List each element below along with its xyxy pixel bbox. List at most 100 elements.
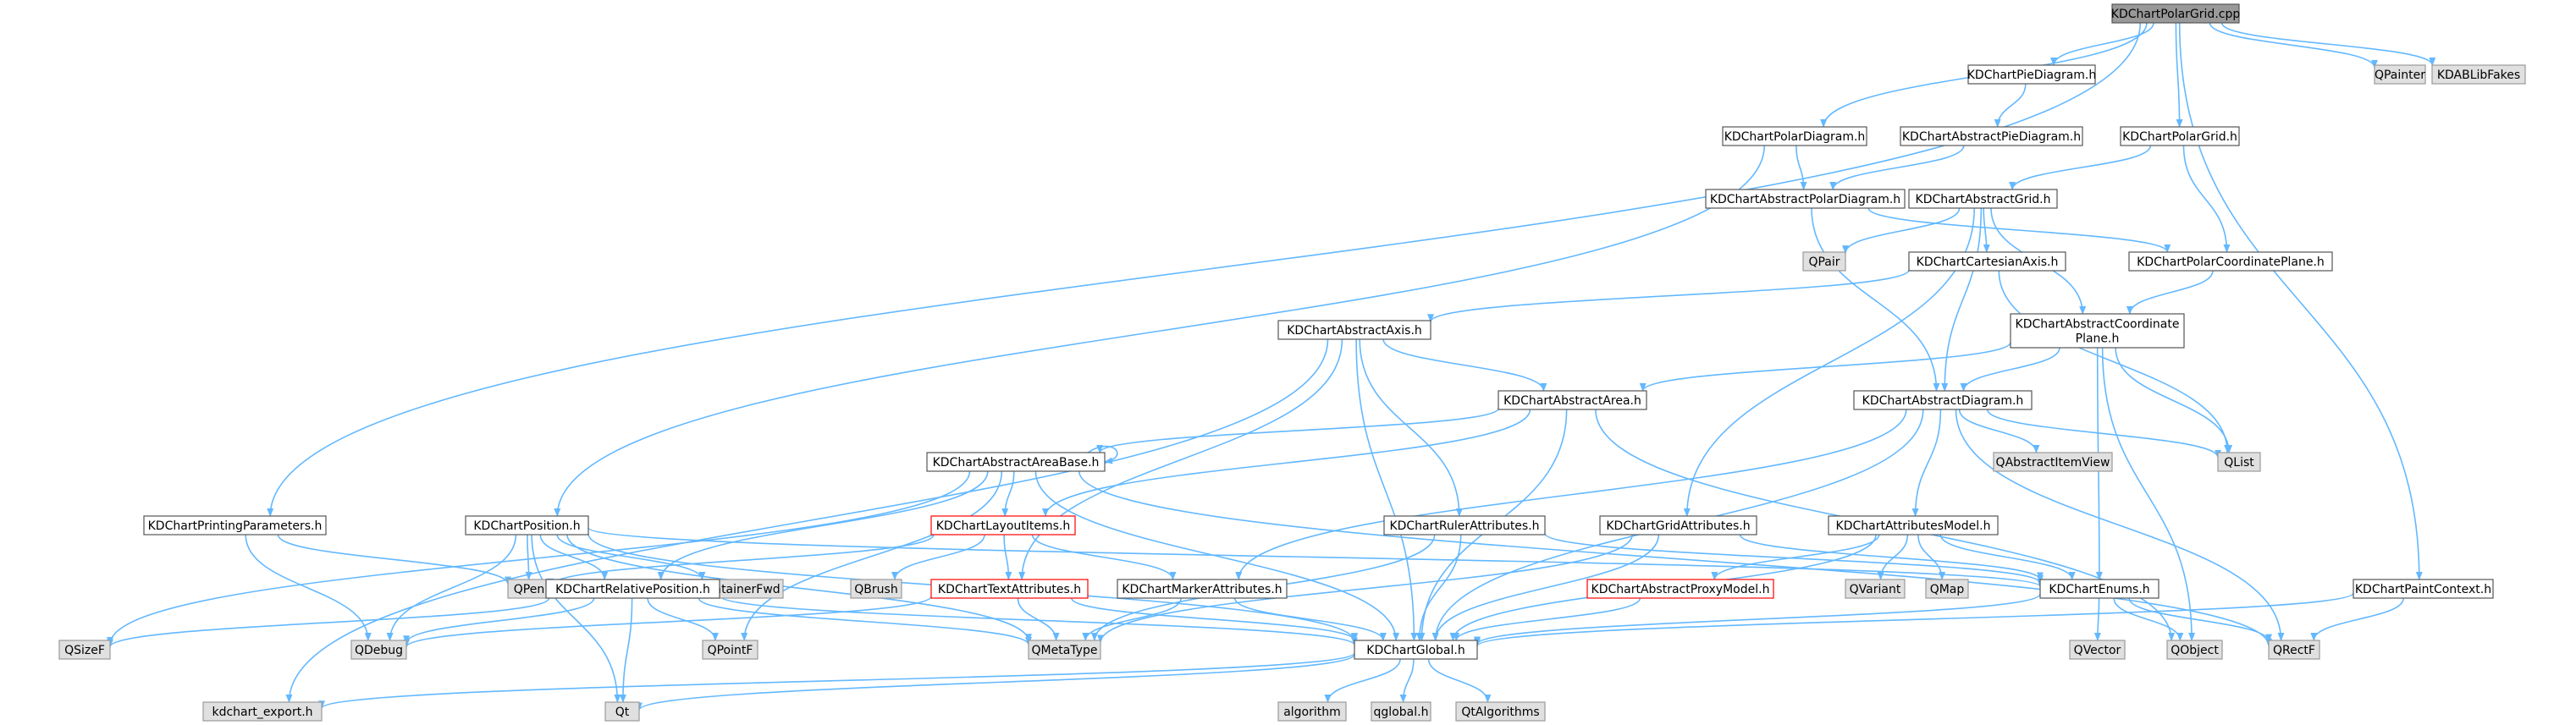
edge-abstractcoordinateplane_h-to-qobject [2101, 347, 2196, 641]
edge-position_h-to-qtcontainerfwd [556, 534, 706, 580]
node-qglobal_h[interactable]: qglobal.h [1371, 701, 1431, 722]
node-box [1371, 701, 1431, 722]
edge-global_h-to-algorithm [1324, 658, 1401, 703]
edge-cartesianaxis_h-to-abstractaxis_h [1427, 269, 1910, 323]
node-label: KDChartCartesianAxis.h [1917, 255, 2059, 269]
edge-attributesmodel_h-to-abstractproxymodel_h [1711, 534, 1880, 580]
node-label: KDChartAbstractGrid.h [1916, 193, 2051, 206]
node-box [465, 515, 589, 536]
node-relativeposition_h[interactable]: KDChartRelativePosition.h [545, 579, 720, 599]
node-qbrush[interactable]: QBrush [850, 579, 902, 599]
node-abstractpolardiagram_h[interactable]: KDChartAbstractPolarDiagram.h [1705, 189, 1906, 209]
node-label: KDChartAbstractProxyModel.h [1591, 583, 1770, 596]
node-label: KDChartAbstractDiagram.h [1862, 394, 2024, 408]
node-qsizef[interactable]: QSizeF [58, 640, 111, 660]
node-label: KDChartPolarGrid.h [2122, 130, 2237, 144]
node-box [1277, 320, 1431, 340]
node-abstractarea_h[interactable]: KDChartAbstractArea.h [1498, 390, 1647, 410]
node-layoutitems_h[interactable]: KDChartLayoutItems.h [930, 515, 1076, 536]
node-qvector[interactable]: QVector [2069, 640, 2126, 660]
node-box [2069, 640, 2126, 660]
edge-global_h-to-qglobal_h [1399, 658, 1415, 703]
node-label: KDChartLayoutItems.h [936, 519, 1071, 533]
node-label: QPainter [2375, 69, 2425, 82]
edge-abstractaxis_h-to-kdchart_export_h [285, 338, 1329, 703]
edge-relativeposition_h-to-qsizef [107, 597, 550, 648]
node-box [2431, 64, 2526, 85]
node-qpen[interactable]: QPen [507, 579, 551, 599]
node-label: KDChartPaintContext.h [2355, 583, 2491, 596]
node-qpainter[interactable]: QPainter [2374, 64, 2426, 85]
edge-relativeposition_h-to-qdebug [403, 597, 595, 645]
node-label: QPair [1808, 255, 1840, 269]
edge-abstractareabase_h-to-relativeposition_h [657, 470, 989, 580]
node-qrectf[interactable]: QRectF [2268, 640, 2320, 660]
node-box [2217, 452, 2261, 472]
edge-textattributes_h-to-global_h [1071, 597, 1358, 642]
node-markerattributes_h[interactable]: KDChartMarkerAttributes.h [1117, 579, 1288, 599]
node-paintcontext_h[interactable]: KDChartPaintContext.h [2353, 579, 2494, 599]
node-abstractdiagram_h[interactable]: KDChartAbstractDiagram.h [1853, 390, 2033, 410]
node-box [1900, 126, 2083, 146]
node-qpointf[interactable]: QPointF [702, 640, 758, 660]
node-box [1498, 390, 1647, 410]
node-polardiagram_h[interactable]: KDChartPolarDiagram.h [1722, 126, 1867, 146]
node-box [1908, 189, 2058, 209]
node-polargrid_h[interactable]: KDChartPolarGrid.h [2120, 126, 2240, 146]
node-label: Qt [615, 706, 630, 719]
node-piediagram_h[interactable]: KDChartPieDiagram.h [1967, 64, 2097, 85]
edge-abstractaxis_h-to-global_h [1355, 338, 1418, 641]
edge-abstractdiagram_h-to-qlist [1986, 409, 2221, 459]
node-enums_h[interactable]: KDChartEnums.h [2039, 579, 2160, 599]
node-global_h[interactable]: KDChartGlobal.h [1354, 640, 1478, 660]
edge-abstractaxis_h-to-textattributes_h [1018, 338, 1343, 580]
node-box [1845, 579, 1906, 599]
node-qpair[interactable]: QPair [1802, 251, 1846, 272]
node-position_h[interactable]: KDChartPosition.h [465, 515, 589, 536]
node-kdchart_export_h[interactable]: kdchart_export.h [202, 701, 323, 722]
node-abstractpiediagram_h[interactable]: KDChartAbstractPieDiagram.h [1900, 126, 2083, 146]
edge-abstractcoordinateplane_h-to-qlist [2115, 347, 2233, 453]
node-label: KDChartPosition.h [473, 519, 580, 533]
node-label: KDChartAbstractArea.h [1503, 394, 1641, 408]
node-abstractproxymodel_h[interactable]: KDChartAbstractProxyModel.h [1586, 579, 1774, 599]
node-algorithm[interactable]: algorithm [1277, 701, 1347, 722]
node-cartesianaxis_h[interactable]: KDChartCartesianAxis.h [1908, 251, 2066, 272]
node-label: KDChartPolarGrid.cpp [2111, 8, 2241, 21]
edge-layoutitems_h-to-textattributes_h [1003, 534, 1012, 580]
node-box [350, 640, 407, 660]
node-printingparameters_h[interactable]: KDChartPrintingParameters.h [143, 515, 327, 536]
node-polarcoordinateplane_h[interactable]: KDChartPolarCoordinatePlane.h [2128, 251, 2333, 272]
node-qmetatype[interactable]: QMetaType [1028, 640, 1101, 660]
edge-polargrid_h-to-polarcoordinateplane_h [2182, 145, 2231, 253]
node-gridattributes_h[interactable]: KDChartGridAttributes.h [1599, 515, 1757, 536]
node-qt[interactable]: Qt [604, 701, 640, 722]
node-qabstractitemview[interactable]: QAbstractItemView [1993, 452, 2113, 472]
node-qlist[interactable]: QList [2217, 452, 2261, 472]
edge-abstractaxis_h-to-rulerattributes_h [1359, 338, 1463, 517]
node-abstractareabase_h[interactable]: KDChartAbstractAreaBase.h [926, 452, 1106, 472]
node-rulerattributes_h[interactable]: KDChartRulerAttributes.h [1383, 515, 1546, 536]
node-box [1802, 251, 1846, 272]
edge-piediagram_h-to-abstractpiediagram_h [1994, 83, 2027, 128]
node-qdebug[interactable]: QDebug [350, 640, 407, 660]
node-qmap[interactable]: QMap [1925, 579, 1969, 599]
node-attributesmodel_h[interactable]: KDChartAttributesModel.h [1828, 515, 1999, 536]
node-box [930, 515, 1076, 536]
node-box [1354, 640, 1478, 660]
node-qobject[interactable]: QObject [2166, 640, 2223, 660]
node-box [850, 579, 902, 599]
edge-layoutitems_h-to-qbrush [891, 534, 985, 580]
edge-abstractdiagram_h-to-attributesmodel_h [1911, 409, 1942, 517]
edge-enums_h-to-qrectf [2128, 597, 2272, 643]
node-label: KDChartAttributesModel.h [1836, 519, 1991, 533]
node-kdablibfakes[interactable]: KDABLibFakes [2431, 64, 2526, 85]
node-label: KDChartAbstractCoordinate [2016, 318, 2180, 332]
node-abstractgrid_h[interactable]: KDChartAbstractGrid.h [1908, 189, 2058, 209]
node-abstractaxis_h[interactable]: KDChartAbstractAxis.h [1277, 320, 1431, 340]
node-textattributes_h[interactable]: KDChartTextAttributes.h [930, 579, 1089, 599]
node-qtalgorithms[interactable]: QtAlgorithms [1455, 701, 1546, 722]
node-qvariant[interactable]: QVariant [1845, 579, 1906, 599]
